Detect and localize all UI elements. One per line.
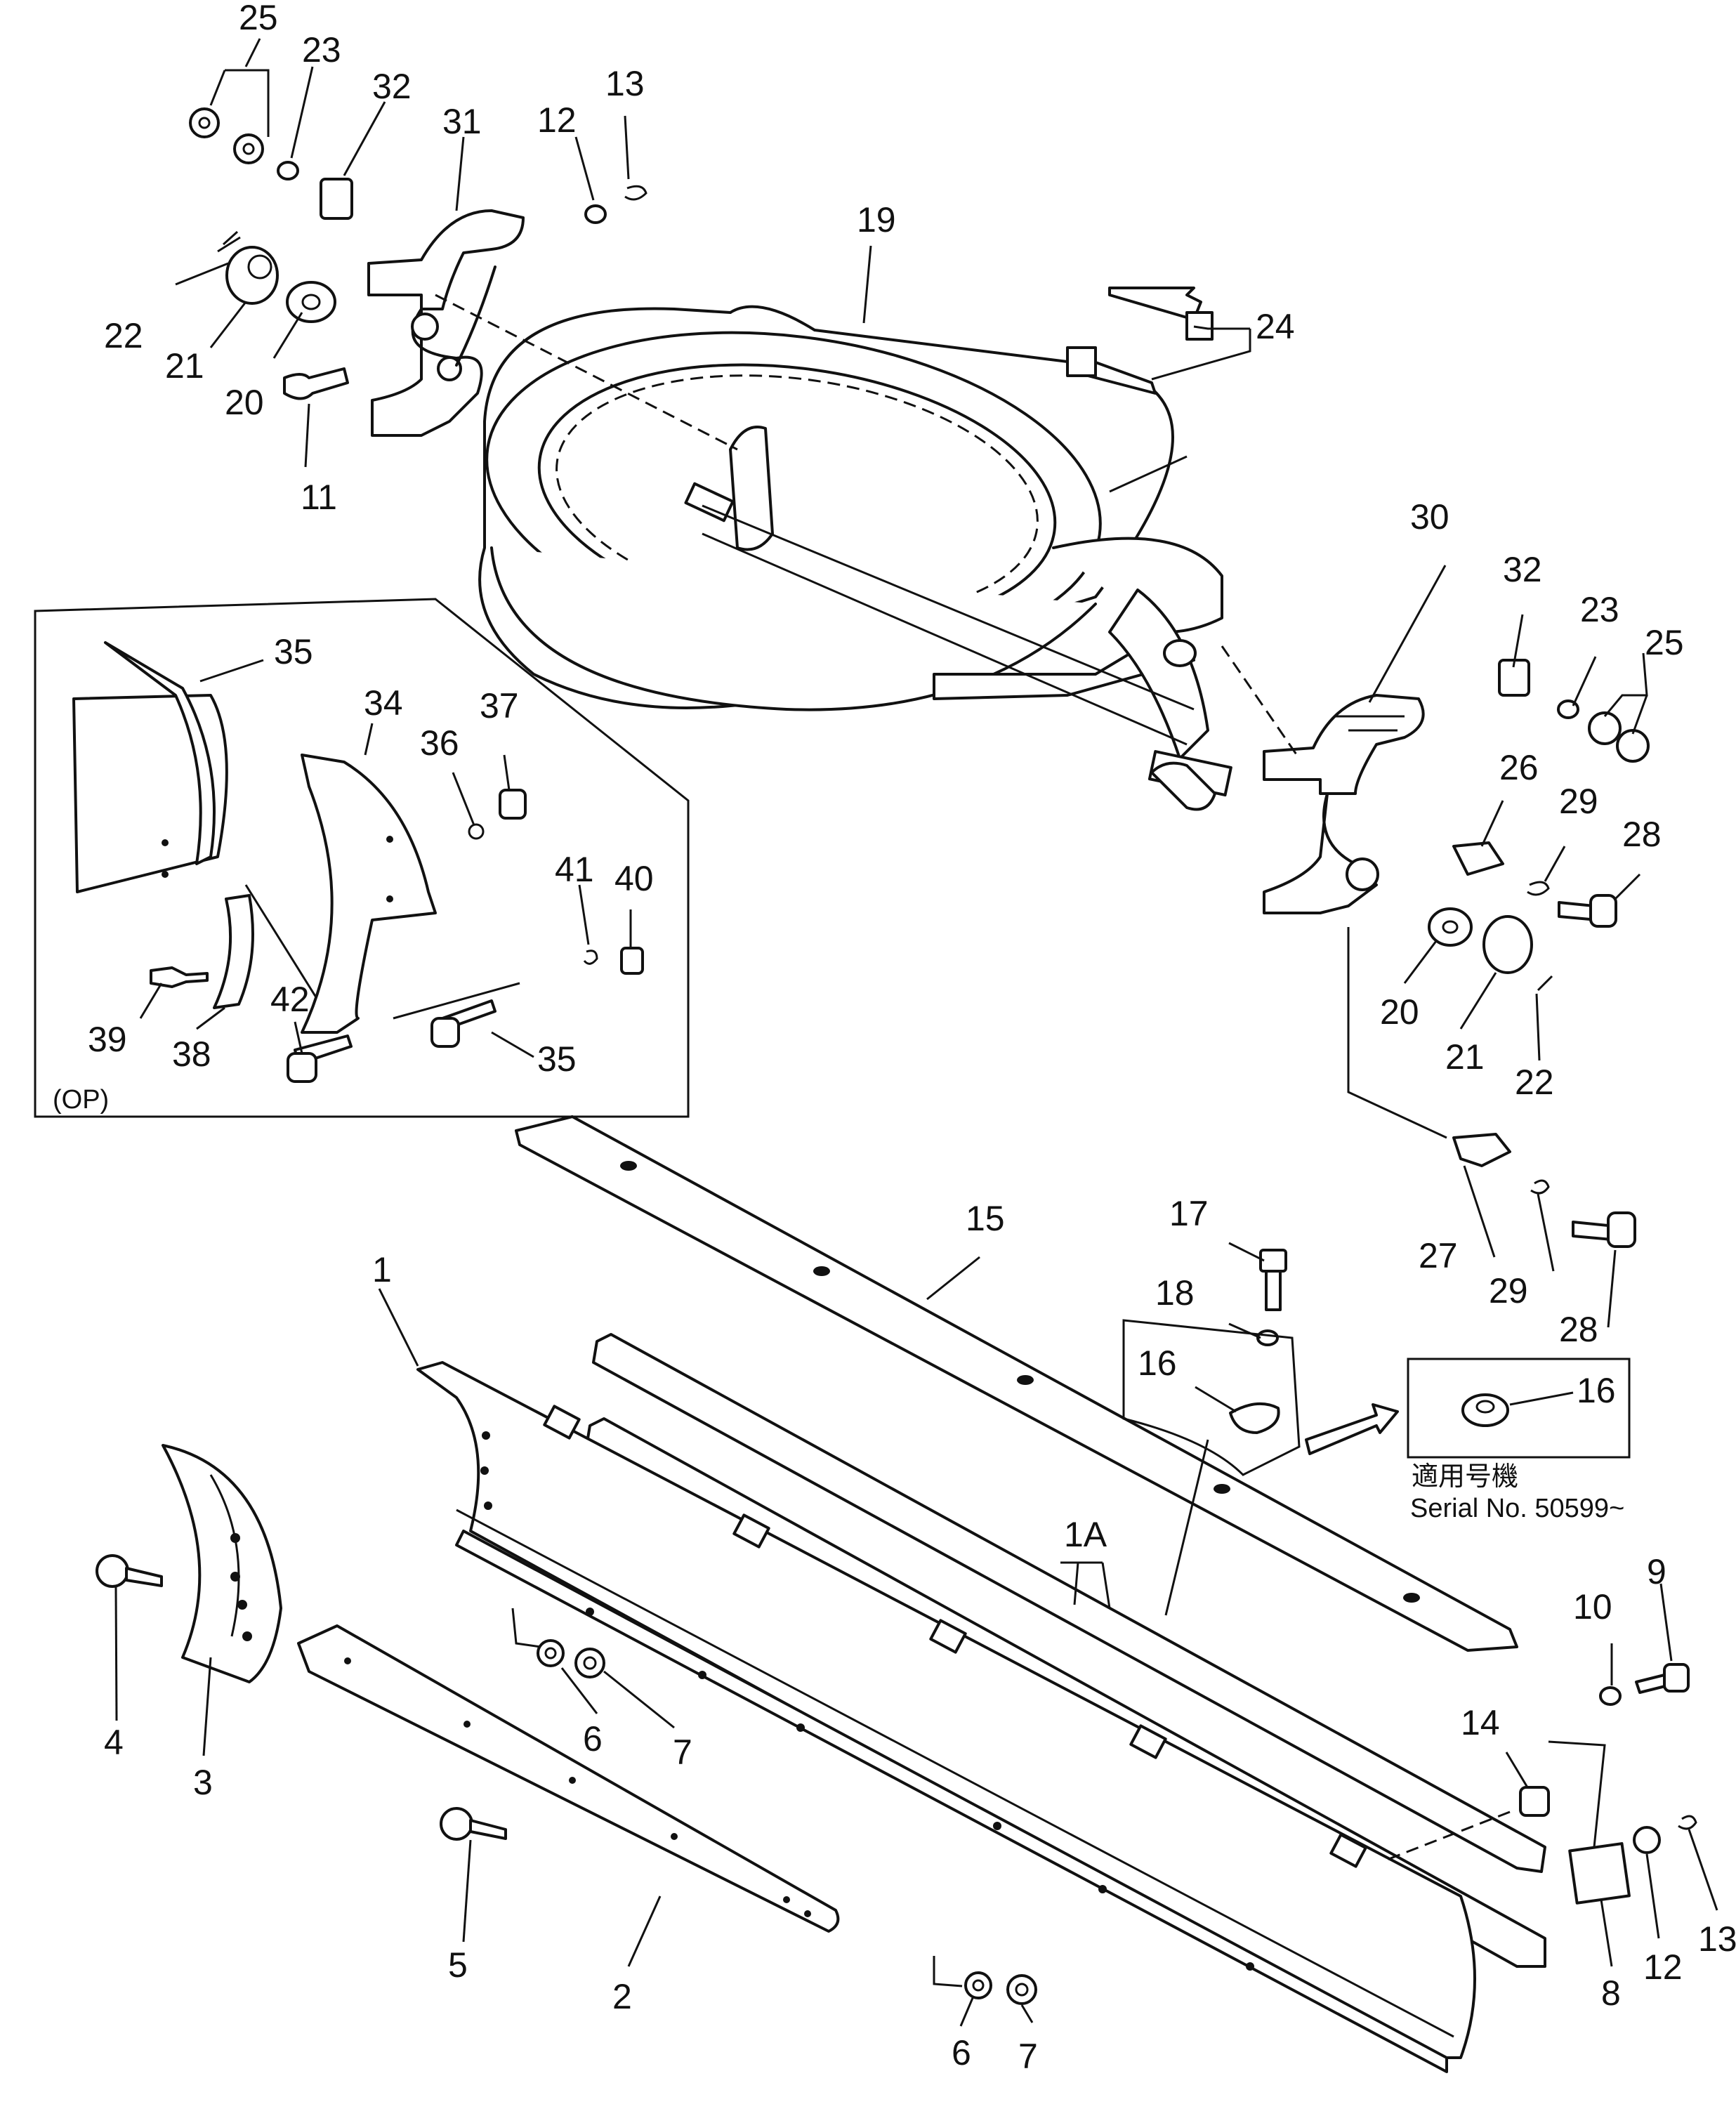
callout-6: 6 <box>583 1719 603 1759</box>
callout-labels: 25 23 32 31 12 13 19 24 22 21 20 11 30 3… <box>53 0 1736 2076</box>
callout-20: 20 <box>1380 992 1419 1032</box>
callout-25: 25 <box>239 0 278 37</box>
callout-19: 19 <box>857 200 896 239</box>
callout-14: 14 <box>1461 1703 1500 1742</box>
callout-24: 24 <box>1256 307 1295 346</box>
callout-42: 42 <box>270 980 310 1019</box>
serial-note-kanji: 適用号機 <box>1412 1462 1518 1492</box>
edge-fastener-detail <box>1122 1249 1631 1476</box>
leader-lines <box>114 38 1718 2027</box>
option-inset <box>34 598 690 1118</box>
callout-18: 18 <box>1155 1273 1195 1313</box>
callout-26: 26 <box>1499 748 1539 787</box>
serial-note-number: Serial No. 50599~ <box>1410 1494 1624 1523</box>
cutting-edge <box>515 1115 1518 1652</box>
callout-32: 32 <box>1503 550 1542 589</box>
callout-32: 32 <box>372 67 412 106</box>
callout-27: 27 <box>1419 1236 1458 1275</box>
upper-left-hardware <box>189 107 1214 400</box>
callout-1A: 1A <box>1064 1515 1107 1554</box>
callout-30: 30 <box>1410 497 1449 537</box>
callout-22: 22 <box>104 316 143 355</box>
callout-29: 29 <box>1489 1271 1528 1310</box>
callout-41: 41 <box>555 850 594 889</box>
callout-7: 7 <box>673 1733 692 1772</box>
callout-3: 3 <box>193 1763 213 1802</box>
callout-36: 36 <box>420 723 459 763</box>
callout-5: 5 <box>448 1945 468 1985</box>
callout-13: 13 <box>1698 1919 1736 1959</box>
callout-25: 25 <box>1645 623 1684 662</box>
callout-11: 11 <box>301 478 337 517</box>
callout-39: 39 <box>88 1020 127 1059</box>
blade-fasteners <box>96 1554 1697 2005</box>
right-swivel-bracket <box>1150 694 1425 914</box>
callout-12: 12 <box>537 100 577 140</box>
callout-1: 1 <box>372 1250 392 1289</box>
callout-35: 35 <box>274 632 313 671</box>
callout-16: 16 <box>1138 1343 1177 1383</box>
callout-13: 13 <box>605 64 645 103</box>
callout-28: 28 <box>1622 815 1662 854</box>
callout-7: 7 <box>1018 2037 1038 2076</box>
right-hardware <box>1428 659 1650 1248</box>
callout-20: 20 <box>225 383 264 422</box>
callout-38: 38 <box>172 1034 211 1074</box>
circle-gear-ring <box>478 305 1232 797</box>
callout-17: 17 <box>1169 1194 1209 1233</box>
callout-2: 2 <box>612 1977 632 2016</box>
callout-8: 8 <box>1601 1973 1621 2013</box>
callout-29: 29 <box>1559 782 1598 821</box>
callout-4: 4 <box>104 1723 124 1762</box>
callout-23: 23 <box>1580 590 1619 629</box>
callout-15: 15 <box>966 1199 1005 1238</box>
callout-28: 28 <box>1559 1310 1598 1349</box>
callout-12: 12 <box>1643 1947 1683 1987</box>
end-bit <box>162 1444 282 1683</box>
callout-31: 31 <box>442 102 482 141</box>
callout-37: 37 <box>480 686 519 725</box>
callout-21: 21 <box>1445 1037 1485 1077</box>
callout-35: 35 <box>537 1039 577 1079</box>
callout-22: 22 <box>1515 1063 1554 1102</box>
callout-9: 9 <box>1647 1552 1666 1591</box>
callout-34: 34 <box>364 683 403 723</box>
callout-16: 16 <box>1577 1371 1616 1410</box>
inset-option-label: (OP) <box>53 1085 109 1115</box>
callout-21: 21 <box>165 346 204 386</box>
blade-extension <box>297 1624 840 1933</box>
callout-6: 6 <box>952 2033 971 2072</box>
callout-40: 40 <box>614 859 654 898</box>
callout-10: 10 <box>1573 1587 1612 1627</box>
callout-23: 23 <box>302 30 341 70</box>
moldboard <box>416 1361 1476 2073</box>
